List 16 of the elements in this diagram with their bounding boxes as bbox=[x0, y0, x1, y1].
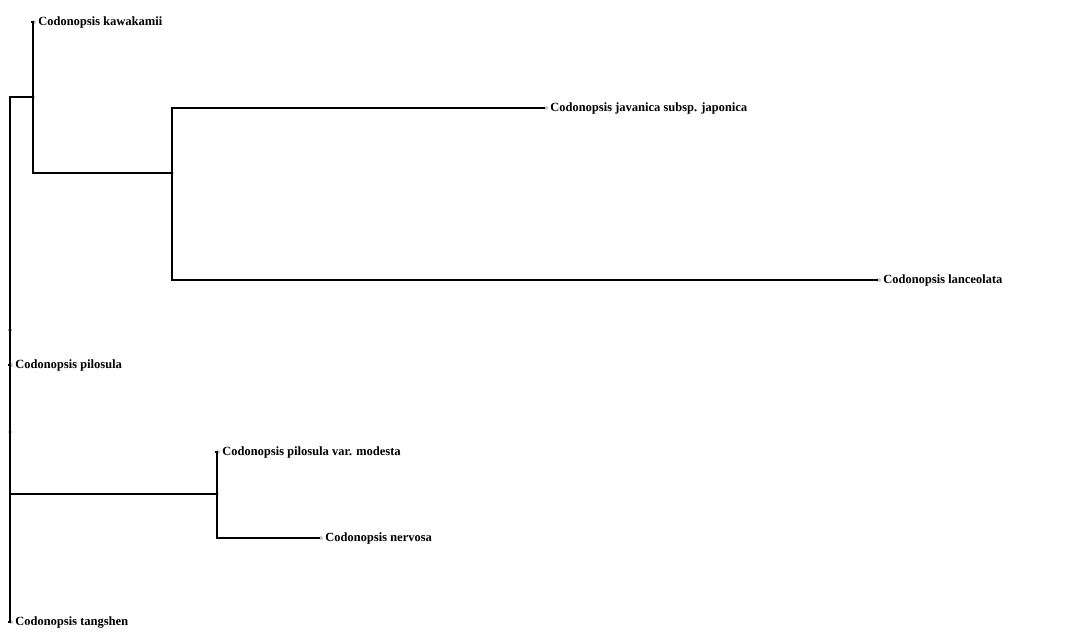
leaf-label: Codonopsis pilosula bbox=[9, 359, 122, 371]
branch-line bbox=[215, 451, 218, 495]
branch-line bbox=[9, 96, 34, 331]
leaf-label: Codonopsis tangshen bbox=[9, 616, 128, 628]
leaf-label: Codonopsis javanica subsp. japonica bbox=[544, 102, 747, 114]
branch-line bbox=[216, 493, 320, 539]
branch-line bbox=[32, 96, 173, 174]
branch-line bbox=[171, 107, 545, 174]
leaf-label: Codonopsis pilosula var. modesta bbox=[216, 446, 401, 458]
leaf-label: Codonopsis nervosa bbox=[319, 532, 432, 544]
branch-line bbox=[9, 329, 11, 433]
leaf-label: Codonopsis kawakamii bbox=[32, 16, 162, 28]
branch-line bbox=[31, 21, 34, 98]
branch-line bbox=[171, 172, 878, 281]
branch-line bbox=[8, 431, 11, 623]
leaf-label: Codonopsis lanceolata bbox=[877, 274, 1003, 286]
